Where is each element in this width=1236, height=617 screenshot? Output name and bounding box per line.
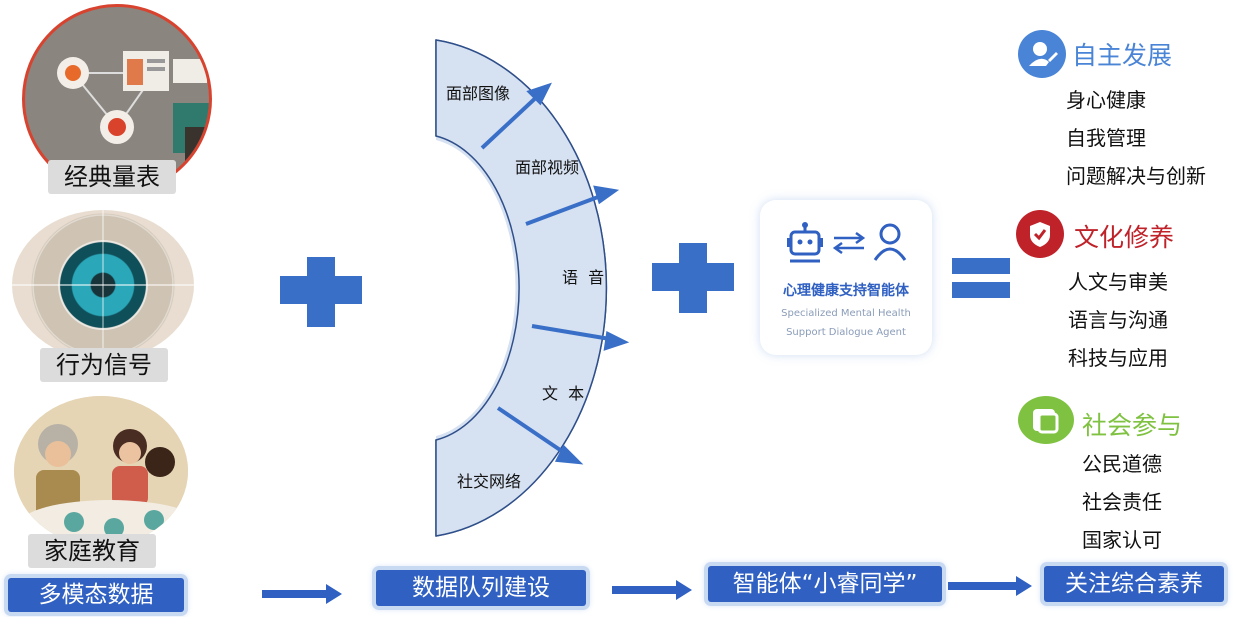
multimodal-data-pill: 多模态数据 [8,578,184,612]
agent-name-en-1: Specialized Mental Health [781,308,911,319]
robot-icon [787,222,823,263]
scale-label: 经典量表 [48,160,176,194]
culture-item-1: 人文与审美 [1068,270,1168,294]
social-title: 社会参与 [1082,411,1183,440]
modality-social-network: 社交网络 [457,472,522,491]
person-icon [873,223,907,261]
modality-face-video: 面部视频 [515,158,580,177]
modality-text: 文 本 [542,384,585,403]
agent-card: 心理健康支持智能体 Specialized Mental Health Supp… [760,200,932,355]
behavior-label: 行为信号 [40,348,168,382]
modality-arc [435,39,630,537]
culture-item-2: 语言与沟通 [1068,308,1168,332]
family-illustration [14,396,188,546]
autonomy-item-1: 身心健康 [1066,88,1146,112]
autonomy-item-3: 问题解决与创新 [1066,164,1206,188]
comprehensive-literacy-pill: 关注综合素养 [1044,566,1224,602]
eye-illustration [12,210,194,360]
culture-shield-icon [1016,210,1064,258]
social-item-3: 国家认可 [1082,528,1162,552]
eye-photo [12,210,194,360]
agent-name-en-2: Support Dialogue Agent [786,327,906,338]
autonomy-item-2: 自我管理 [1066,126,1146,150]
social-item-1: 公民道德 [1082,452,1162,476]
culture-item-3: 科技与应用 [1068,346,1168,370]
culture-title: 文化修养 [1074,223,1175,252]
exchange-arrows-icon [832,232,866,254]
autonomy-title: 自主发展 [1072,41,1173,70]
data-cohort-pill: 数据队列建设 [376,570,586,606]
agent-name-cn: 心理健康支持智能体 [783,283,909,299]
family-label: 家庭教育 [28,534,156,568]
social-item-2: 社会责任 [1082,490,1162,514]
agent-xiaorui-pill: 智能体“小睿同学” [708,566,942,602]
family-photo [14,396,188,546]
autonomy-icon [1018,30,1066,78]
modality-speech: 语 音 [562,268,605,287]
social-icon [1018,396,1074,444]
modality-face-image: 面部图像 [446,84,511,103]
